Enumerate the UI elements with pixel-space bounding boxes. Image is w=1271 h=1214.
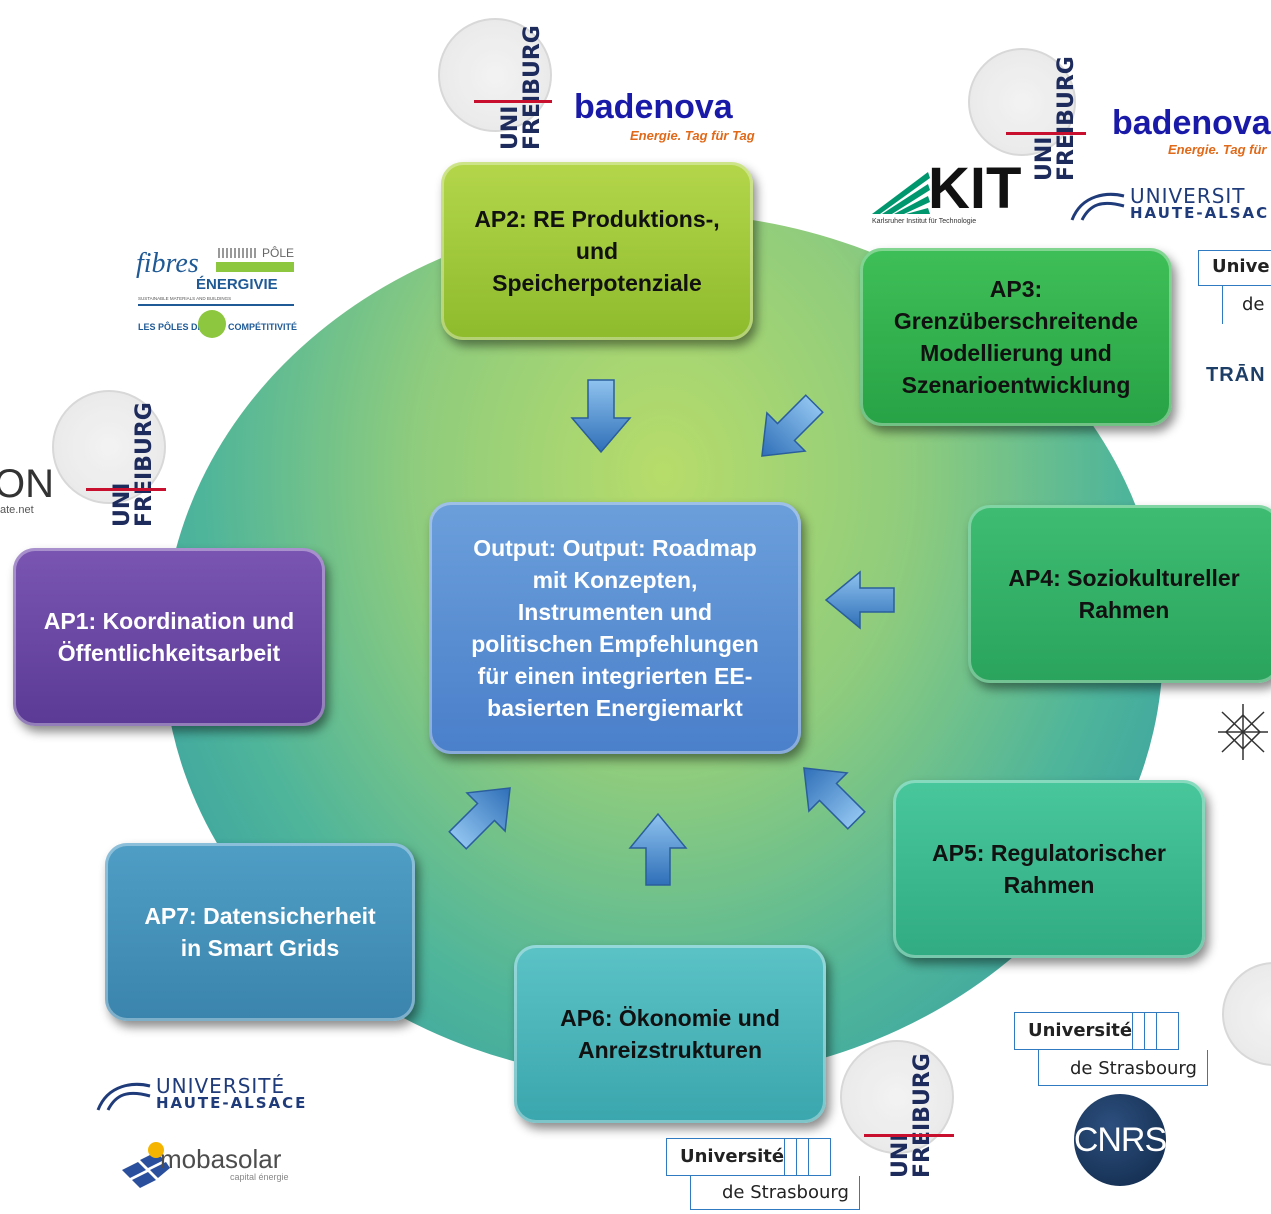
ap4-box: AP4: Soziokultureller Rahmen [968, 505, 1271, 683]
fibres-subtext: SUSTAINABLE MATERIALS AND BUILDINGS [138, 296, 232, 301]
fibres-text: fibres [136, 248, 199, 279]
competitivite-arrow-icon [198, 310, 226, 338]
unistra-cut-text: Univer [1212, 256, 1271, 277]
fibres-energivie-logo: PÔLE fibres ÉNERGIVIE SUSTAINABLE MATERI… [136, 246, 298, 342]
output-label: Output: Output: Roadmap mit Konzepten, I… [471, 535, 759, 721]
uni-freiburg-seal-right-icon [968, 48, 1076, 156]
ap7-box: AP7: Datensicherheit in Smart Grids [105, 843, 415, 1021]
uni-freiburg-logo-top: UNI FREIBURG [474, 25, 552, 150]
ap2-label: AP2: RE Produktions-, und Speicherpotenz… [474, 206, 720, 296]
badenova-tagline-right: Energie. Tag für Ta [1168, 142, 1271, 157]
mobasolar-subtext: capital énergie [230, 1172, 289, 1182]
uha-logo-right-line1: UNIVERSIT [1130, 184, 1246, 208]
mobasolar-panel-icon [122, 1142, 170, 1188]
ap2-box: AP2: RE Produktions-, und Speicherpotenz… [441, 162, 753, 340]
arrow-ap5-icon [803, 767, 866, 830]
ap6-label: AP6: Ökonomie und Anreizstrukturen [560, 1005, 780, 1063]
mobasolar-text: mobasolar [160, 1144, 282, 1174]
uha-logo-left-icon [96, 1082, 151, 1111]
arrow-ap3-icon [761, 394, 824, 457]
uni-freiburg-text: UNI FREIBURG [498, 25, 545, 150]
unistra-right-title: Université [1028, 1020, 1133, 1041]
uni-freiburg-text-left: UNI FREIBURG [110, 402, 157, 527]
arrow-ap7-icon [448, 787, 511, 850]
ap5-box: AP5: Regulatorischer Rahmen [893, 780, 1205, 958]
badenova-logo-right: badenova [1112, 104, 1271, 142]
unistra-logo-bottom: Université de Strasbourg [666, 1138, 862, 1214]
uha-logo-right-line2: HAUTE-ALSAC [1130, 204, 1270, 222]
cnrs-logo: CNRS [1073, 1094, 1167, 1186]
ap5-label: AP5: Regulatorischer Rahmen [932, 840, 1166, 898]
output-box: Output: Output: Roadmap mit Konzepten, I… [429, 502, 801, 754]
unistra-bottom-sub: de Strasbourg [722, 1182, 849, 1203]
ap6-box: AP6: Ökonomie und Anreizstrukturen [514, 945, 826, 1123]
ap1-box: AP1: Koordination und Öffentlichkeitsarb… [13, 548, 325, 726]
unistra-bottom-title: Université [680, 1146, 785, 1167]
ap3-box: AP3: Grenzüberschreitende Modellierung u… [860, 248, 1172, 426]
unistra-cut-de: de [1242, 294, 1265, 315]
ap3-label: AP3: Grenzüberschreitende Modellierung u… [893, 276, 1139, 398]
ap1-label: AP1: Koordination und Öffentlichkeitsarb… [43, 608, 295, 666]
unistra-logo-cut: Univer de [1198, 250, 1271, 324]
cnrs-text: CNRS [1073, 1120, 1167, 1159]
snowflake-logo-icon [1218, 704, 1268, 760]
poles-de-text: LES PÔLES DE [138, 322, 204, 332]
uni-freiburg-text-bottom: UNI FREIBURG [888, 1053, 935, 1178]
ate-net-text: ate.net [0, 504, 34, 516]
uha-logo-right-icon [1070, 192, 1125, 221]
uni-freiburg-seal-left-icon [52, 390, 166, 504]
uni-freiburg-text-right: UNI FREIBURG [1032, 56, 1079, 181]
on-logo-cut: ON [0, 462, 54, 506]
uni-freiburg-seal-icon [438, 18, 552, 132]
unistra-right-sub: de Strasbourg [1070, 1058, 1197, 1079]
uha-logo-left-line2: HAUTE-ALSACE [156, 1094, 308, 1112]
arrow-ap6-icon [628, 812, 688, 886]
kit-logo-text: KIT [928, 156, 1022, 221]
kit-logo-icon [872, 172, 930, 214]
ap7-label: AP7: Datensicherheit in Smart Grids [144, 903, 376, 961]
unistra-logo-right: Université de Strasbourg [1014, 1012, 1210, 1088]
kit-logo-sub: Karlsruher Institut für Technologie [872, 218, 977, 225]
badenova-logo-text: badenova [574, 88, 733, 126]
uni-freiburg-logo-left: UNI FREIBURG [86, 402, 166, 527]
uni-freiburg-logo-bottom: UNI FREIBURG [864, 1053, 954, 1178]
ap4-label: AP4: Soziokultureller Rahmen [1008, 565, 1240, 623]
trans-logo-cut: TRĀN [1206, 364, 1266, 386]
competitivite-text: COMPÉTITIVITÉ [228, 322, 298, 332]
badenova-tagline: Energie. Tag für Tag [630, 128, 755, 143]
uni-freiburg-logo-right: UNI FREIBURG [1006, 56, 1086, 181]
pole-text: PÔLE [262, 246, 295, 260]
arrow-ap4-icon [824, 570, 895, 630]
arrow-ap2-icon [570, 379, 632, 454]
energivie-text: ÉNERGIVIE [196, 276, 278, 293]
uha-logo-left-line1: UNIVERSITÉ [156, 1074, 286, 1098]
